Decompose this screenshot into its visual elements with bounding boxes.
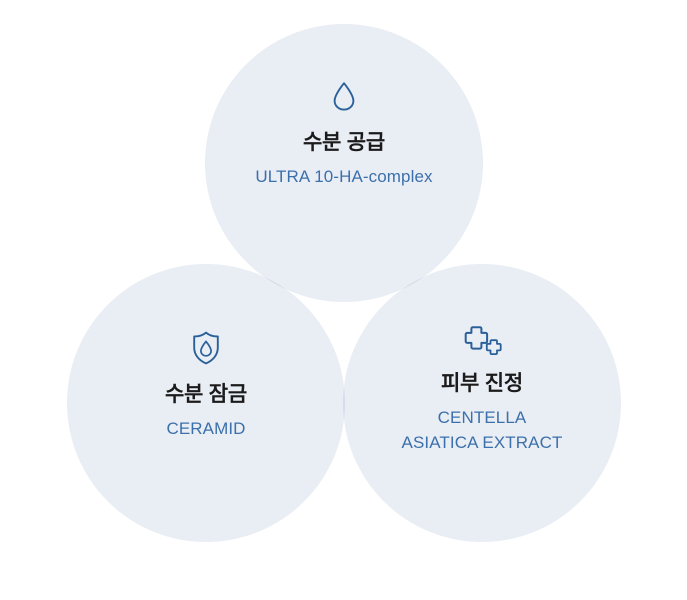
water-drop-icon	[205, 80, 483, 112]
venn-subtitle-hydration: ULTRA 10-HA-complex	[205, 165, 483, 190]
venn-subtitle-line: ULTRA 10-HA-complex	[255, 167, 433, 187]
venn-set-moisture-lock: 수분 잠금 CERAMID	[57, 330, 355, 442]
shield-water-drop-icon	[57, 330, 355, 366]
venn-subtitle-skin-soothing: CENTELLA ASIATICA EXTRACT	[333, 406, 631, 455]
venn-title-skin-soothing: 피부 진정	[440, 372, 524, 395]
venn-set-skin-soothing: 피부 진정 CENTELLA ASIATICA EXTRACT	[333, 325, 631, 456]
venn-subtitle-line: CERAMID	[166, 419, 246, 439]
double-cross-icon	[333, 325, 631, 357]
venn-title-hydration: 수분 공급	[302, 131, 386, 154]
venn-title-moisture-lock: 수분 잠금	[164, 383, 248, 406]
venn-circle-hydration	[205, 24, 483, 302]
venn-circle-moisture-lock	[67, 264, 345, 542]
venn-subtitle-line: CENTELLA	[437, 408, 527, 428]
venn-circle-skin-soothing	[343, 264, 621, 542]
venn-set-hydration: 수분 공급 ULTRA 10-HA-complex	[205, 80, 483, 190]
venn-subtitle-moisture-lock: CERAMID	[57, 417, 355, 442]
venn-subtitle-line: ASIATICA EXTRACT	[401, 432, 563, 452]
